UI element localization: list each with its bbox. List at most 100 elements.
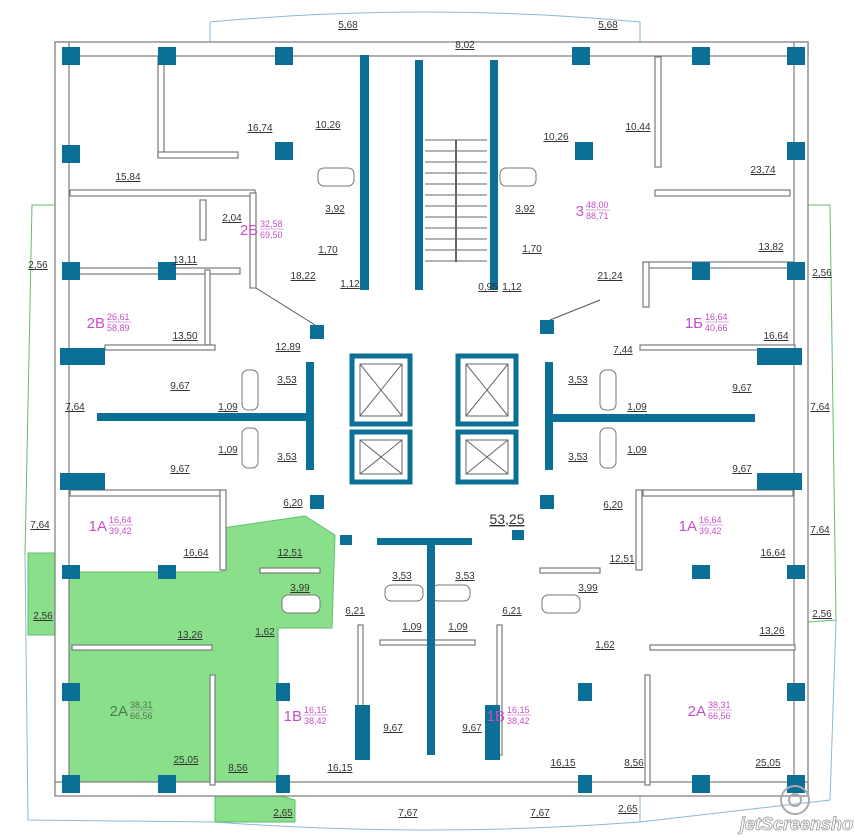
room-area-label: 10,26 [315, 120, 340, 131]
bathtub-icon [499, 167, 537, 187]
elevator-shaft [349, 353, 413, 427]
column [757, 348, 802, 365]
column [787, 775, 805, 793]
apartment-living-area: 16,15 [507, 705, 530, 715]
column [275, 47, 293, 65]
column [512, 530, 524, 540]
wall [209, 674, 216, 786]
column [757, 473, 802, 490]
load-bearing-wall [377, 538, 472, 545]
apartment-total-area: 58,89 [107, 323, 130, 333]
apartment-total-area: 88,71 [586, 211, 609, 221]
elevator-shaft [455, 429, 519, 485]
apartment-living-area: 16,15 [304, 705, 327, 715]
room-area-label: 1,09 [627, 402, 647, 413]
wall [642, 261, 650, 308]
apartment-living-area: 16,64 [109, 515, 132, 525]
elevator-shaft [455, 353, 519, 427]
room-area-label: 25,05 [173, 755, 198, 766]
room-area-label: 13,82 [758, 242, 783, 253]
room-area-label: 8,56 [624, 758, 644, 769]
wall [157, 151, 239, 159]
column [62, 683, 80, 701]
room-area-label: 7,64 [65, 402, 85, 413]
room-area-label: 6,21 [502, 606, 522, 617]
column [787, 47, 805, 65]
wall [654, 189, 791, 197]
apartment-total-area: 40,66 [705, 323, 728, 333]
apartment-total-area: 38,42 [304, 716, 327, 726]
wall [249, 192, 257, 289]
column [692, 47, 710, 65]
room-area-label: 12,51 [609, 554, 634, 565]
watermark: jetScreenshot [738, 785, 854, 834]
wall [54, 781, 809, 797]
wall [219, 489, 227, 571]
apartment-living-area: 48,00 [586, 200, 609, 210]
wall [642, 489, 794, 497]
apartment-type: 2А [688, 703, 706, 720]
room-area-label: 12,51 [277, 548, 302, 559]
load-bearing-wall [427, 540, 435, 755]
wall [549, 299, 601, 321]
room-area-label: 3,99 [290, 583, 310, 594]
column [158, 262, 176, 280]
room-area-label: 21,24 [597, 271, 622, 282]
room-area-label: 2,65 [273, 808, 293, 819]
column [158, 47, 176, 65]
apartment-living-area: 26,61 [107, 312, 130, 322]
room-area-label: 1,09 [402, 622, 422, 633]
wall [642, 261, 794, 269]
wall [255, 287, 316, 326]
bathtub-icon [241, 369, 259, 411]
room-area-label: 1,12 [340, 279, 360, 290]
bathtub-icon [431, 584, 471, 602]
room-area-label: 16,74 [247, 123, 272, 134]
apartment-total-area: 69,50 [260, 230, 283, 240]
room-area-label: 23,74 [750, 165, 775, 176]
apartment-living-area: 38,31 [130, 700, 153, 710]
wall [539, 567, 601, 574]
watermark-text: jetScreenshot [738, 814, 854, 834]
bathtub-icon [599, 427, 617, 469]
room-area-label: 1,12 [502, 282, 522, 293]
bathtub-icon [384, 584, 424, 602]
room-area-label: 6,20 [603, 500, 623, 511]
room-area-label: 16,15 [327, 763, 352, 774]
column [787, 683, 805, 701]
room-area-label: 9,67 [732, 464, 752, 475]
apartment-living-area: 38,31 [708, 700, 731, 710]
column [276, 775, 290, 793]
load-bearing-wall [545, 414, 755, 422]
room-area-label: 3,92 [515, 204, 535, 215]
room-area-label: 3,53 [277, 375, 297, 386]
wall [69, 267, 241, 275]
apartment-total-area: 66,56 [708, 711, 731, 721]
room-area-label: 3,99 [578, 583, 598, 594]
room-area-label: 9,67 [170, 464, 190, 475]
column [60, 473, 105, 490]
wall [204, 269, 211, 346]
column [62, 262, 80, 280]
wall [157, 56, 165, 158]
apartment-type: 2В [87, 315, 105, 332]
column [787, 262, 805, 280]
wall [71, 644, 213, 651]
column [310, 495, 324, 509]
room-area-label: 53,25 [489, 511, 524, 527]
apartment-living-area: 16,64 [699, 515, 722, 525]
room-area-label: 2,65 [618, 804, 638, 815]
room-area-label: 2,56 [28, 260, 48, 271]
room-area-label: 7,44 [613, 345, 633, 356]
